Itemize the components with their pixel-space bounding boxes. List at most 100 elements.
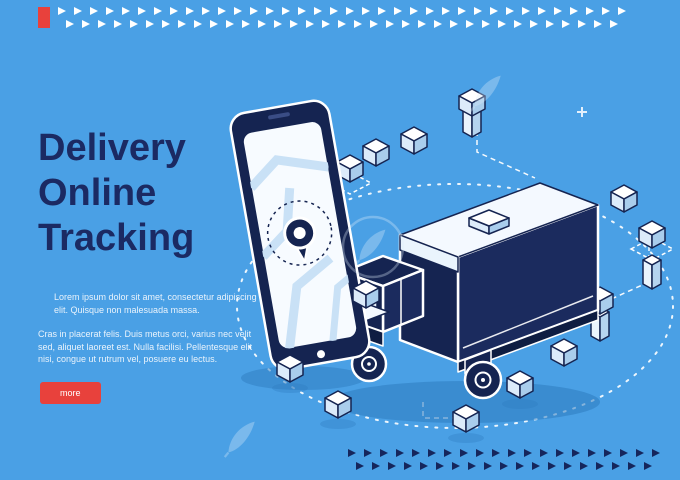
arrow-glyph bbox=[330, 7, 338, 15]
arrow-glyph bbox=[226, 20, 234, 28]
location-pin-icon bbox=[283, 216, 317, 265]
arrow-glyph bbox=[396, 449, 404, 457]
arrow-glyph bbox=[356, 462, 364, 470]
arrow-glyph bbox=[354, 20, 362, 28]
pillar bbox=[642, 254, 662, 290]
arrow-glyph bbox=[562, 20, 570, 28]
arrow-glyph bbox=[572, 449, 580, 457]
arrow-glyph bbox=[98, 20, 106, 28]
arrow-glyph bbox=[444, 449, 452, 457]
arrow-glyph bbox=[554, 7, 562, 15]
arrow-glyph bbox=[410, 7, 418, 15]
arrow-glyph bbox=[412, 449, 420, 457]
box-shadow bbox=[502, 399, 538, 409]
arrow-glyph bbox=[578, 20, 586, 28]
arrow-glyph bbox=[258, 20, 266, 28]
arrow-row bbox=[348, 449, 660, 457]
arrow-glyph bbox=[210, 20, 218, 28]
sparkle-marks bbox=[315, 107, 587, 159]
arrow-glyph bbox=[442, 7, 450, 15]
arrow-glyph bbox=[596, 462, 604, 470]
arrow-glyph bbox=[500, 462, 508, 470]
arrow-glyph bbox=[122, 7, 130, 15]
arrow-glyph bbox=[618, 7, 626, 15]
smartphone bbox=[229, 99, 371, 371]
arrow-glyph bbox=[602, 7, 610, 15]
top-arrow-strip bbox=[38, 7, 626, 28]
arrow-glyph bbox=[298, 7, 306, 15]
more-button[interactable]: more bbox=[40, 381, 101, 404]
arrow-glyph bbox=[372, 462, 380, 470]
arrow-glyph bbox=[476, 449, 484, 457]
arrow-glyph bbox=[282, 7, 290, 15]
arrow-glyph bbox=[490, 7, 498, 15]
speaker bbox=[268, 112, 290, 120]
arrow-glyph bbox=[146, 20, 154, 28]
arrow-glyph bbox=[218, 7, 226, 15]
delivery-illustration bbox=[229, 88, 675, 443]
arrow-glyph bbox=[186, 7, 194, 15]
arrow-glyph bbox=[506, 7, 514, 15]
package-box bbox=[550, 338, 578, 367]
arrow-glyph bbox=[564, 462, 572, 470]
arrow-glyph bbox=[314, 7, 322, 15]
arrow-glyph bbox=[402, 20, 410, 28]
arrow-glyph bbox=[636, 449, 644, 457]
arrow-glyph bbox=[362, 7, 370, 15]
arrow-glyph bbox=[532, 462, 540, 470]
pin-radius-circle bbox=[266, 200, 333, 266]
arrow-glyph bbox=[394, 7, 402, 15]
arrow-row bbox=[66, 20, 626, 28]
arrow-glyph bbox=[130, 20, 138, 28]
package-box bbox=[610, 184, 638, 213]
arrow-glyph bbox=[364, 449, 372, 457]
package-box bbox=[324, 390, 352, 419]
arrow-glyph bbox=[540, 449, 548, 457]
arrow-glyph bbox=[346, 7, 354, 15]
arrow-glyph bbox=[482, 20, 490, 28]
arrow-glyph bbox=[306, 20, 314, 28]
package-box bbox=[506, 370, 534, 399]
phone-shadow bbox=[241, 366, 365, 390]
arrow-glyph bbox=[468, 462, 476, 470]
arrow-glyph bbox=[154, 7, 162, 15]
arrow-glyph bbox=[90, 7, 98, 15]
arrow-glyph bbox=[612, 462, 620, 470]
navy-arrow-rows bbox=[348, 449, 660, 470]
arrow-glyph bbox=[242, 20, 250, 28]
arrow-glyph bbox=[66, 20, 74, 28]
red-accent-block bbox=[38, 7, 50, 28]
arrow-glyph bbox=[460, 449, 468, 457]
arrow-glyph bbox=[74, 7, 82, 15]
title-line-2: Online bbox=[38, 172, 157, 214]
arrow-glyph bbox=[522, 7, 530, 15]
map-roads bbox=[247, 155, 353, 350]
arrow-glyph bbox=[588, 449, 596, 457]
arrow-glyph bbox=[452, 462, 460, 470]
arrow-glyph bbox=[420, 462, 428, 470]
package-box bbox=[362, 138, 390, 167]
arrow-glyph bbox=[484, 462, 492, 470]
arrow-glyph bbox=[266, 7, 274, 15]
arrow-glyph bbox=[290, 20, 298, 28]
arrow-glyph bbox=[388, 462, 396, 470]
arrow-glyph bbox=[338, 20, 346, 28]
arrow-glyph bbox=[498, 20, 506, 28]
title-line-1: Delivery bbox=[38, 127, 186, 169]
arrow-glyph bbox=[348, 449, 356, 457]
arrow-row bbox=[58, 7, 626, 15]
arrow-glyph bbox=[428, 449, 436, 457]
arrow-glyph bbox=[82, 20, 90, 28]
arrow-glyph bbox=[610, 20, 618, 28]
arrow-glyph bbox=[370, 20, 378, 28]
arrow-glyph bbox=[458, 7, 466, 15]
arrow-glyph bbox=[548, 462, 556, 470]
home-button bbox=[317, 350, 326, 359]
arrow-glyph bbox=[162, 20, 170, 28]
package-box bbox=[400, 126, 428, 155]
box-shadow bbox=[320, 419, 356, 429]
truck-front-band bbox=[399, 234, 459, 273]
arrow-glyph bbox=[570, 7, 578, 15]
box-shadow bbox=[272, 383, 308, 393]
arrow-glyph bbox=[508, 449, 516, 457]
